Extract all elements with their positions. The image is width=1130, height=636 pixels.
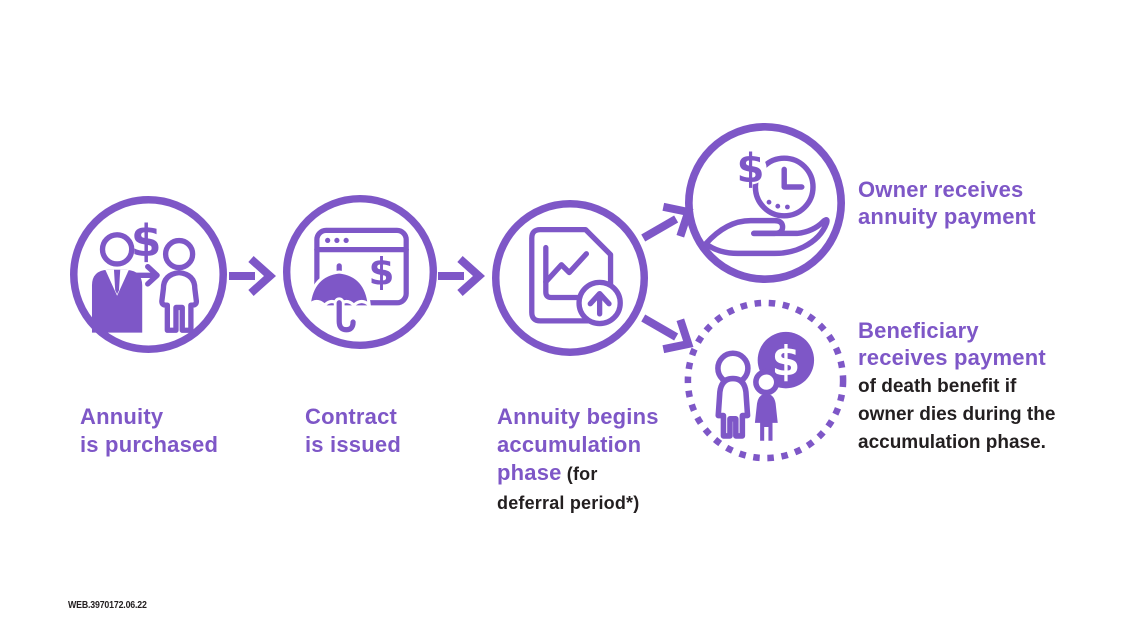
arrow-step1-to-step2 xyxy=(229,256,276,296)
outcome-circle-owner-receives: $ xyxy=(685,123,845,283)
label-note-inline: (for xyxy=(561,464,598,484)
step-circle-annuity-purchased: $ xyxy=(70,196,227,353)
circle-outline xyxy=(283,195,437,349)
label-line: is issued xyxy=(305,432,401,457)
dollar-sign-icon: $ xyxy=(131,216,162,267)
title-line: receives payment xyxy=(858,345,1046,370)
step-circle-contract-issued: $ xyxy=(283,195,437,349)
dollar-sign-icon: $ xyxy=(737,146,765,192)
body-line: of death benefit if xyxy=(858,376,1017,397)
outcome-title-owner: Owner receives annuity payment xyxy=(858,176,1088,230)
arrow-step2-to-step3 xyxy=(438,256,485,296)
outcome-title-beneficiary: Beneficiary receives payment xyxy=(858,317,1098,371)
open-hand-icon xyxy=(703,217,830,257)
label-line: Contract xyxy=(305,404,398,429)
clock-icon xyxy=(734,152,816,219)
outcome-circle-beneficiary: $ xyxy=(684,299,847,462)
document-growth-chart-icon xyxy=(492,200,648,356)
step-label-annuity-purchased: Annuity is purchased xyxy=(80,403,250,459)
child-person-icon xyxy=(753,368,780,441)
buyer-person-icon xyxy=(91,232,143,333)
body-line: owner dies during the xyxy=(858,404,1056,425)
outcome-body-beneficiary: of death benefit if owner dies during th… xyxy=(858,373,1098,457)
chart-axis xyxy=(543,244,583,301)
up-arrow-badge-icon xyxy=(576,279,623,327)
browser-umbrella-icon: $ xyxy=(283,195,437,349)
label-line: Annuity xyxy=(80,404,164,429)
form-number: WEB.3970172.06.22 xyxy=(68,600,147,611)
hand-holding-money-clock-icon: $ xyxy=(685,123,845,283)
step-label-contract-issued: Contract is issued xyxy=(305,403,455,459)
label-line: accumulation xyxy=(497,432,642,457)
title-line: Owner receives xyxy=(858,177,1024,202)
umbrella-icon xyxy=(307,263,372,336)
circle-outline xyxy=(492,200,648,356)
clock-hands xyxy=(781,166,805,190)
step-label-accumulation-begins: Annuity begins accumulation phase (for d… xyxy=(497,403,697,517)
body-line: accumulation phase. xyxy=(858,432,1046,453)
recipient-person-icon xyxy=(159,237,200,333)
step-circle-accumulation-begins xyxy=(492,200,648,356)
transfer-arrow-icon xyxy=(131,263,160,287)
adult-person-icon xyxy=(715,350,751,439)
circle-outline xyxy=(685,123,845,283)
people-money-exchange-icon: $ xyxy=(70,196,227,353)
title-line: annuity payment xyxy=(858,204,1036,229)
growth-line xyxy=(543,251,590,285)
beneficiary-family-money-icon: $ xyxy=(684,299,847,462)
title-line: Beneficiary xyxy=(858,318,979,343)
label-note-line: deferral period*) xyxy=(497,493,640,513)
label-line: is purchased xyxy=(80,432,219,457)
label-line: phase xyxy=(497,460,562,485)
dollar-sign-icon: $ xyxy=(369,250,395,293)
label-line: Annuity begins xyxy=(497,404,659,429)
